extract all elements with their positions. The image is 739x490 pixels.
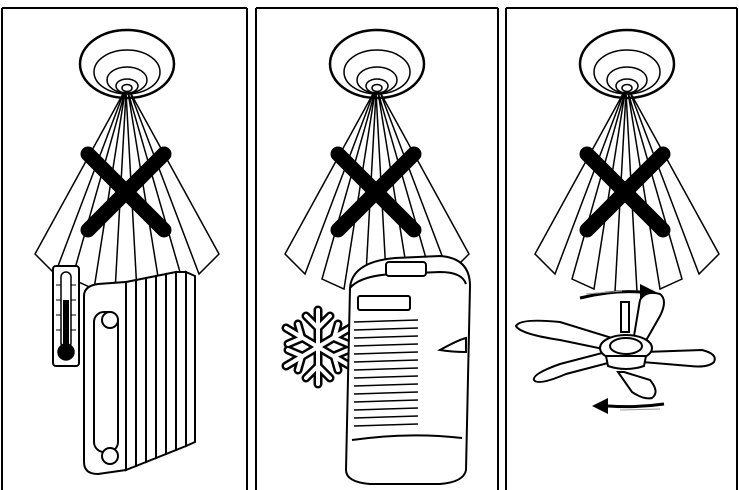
air-conditioner-icon [344,254,472,485]
detector-icon [33,28,221,294]
airflow-arrow-icon [592,398,665,414]
ceiling-fan-icon [514,291,716,400]
thermometer-icon [52,265,80,367]
radiator-icon [83,270,196,476]
panel-2 [255,7,499,490]
panel-1 [1,7,248,490]
panel-3 [505,7,738,490]
detector-icon [283,28,471,294]
detector-icon [533,28,721,294]
